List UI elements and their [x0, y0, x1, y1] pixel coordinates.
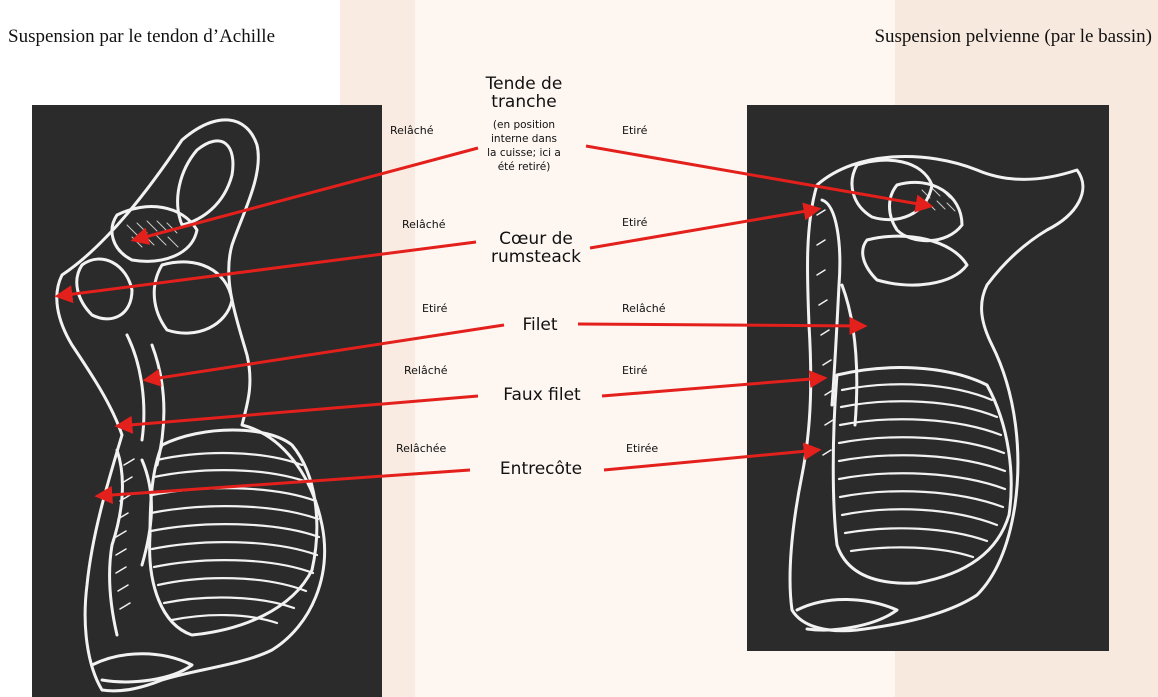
note-line: interne dans	[464, 132, 584, 146]
right-title: Suspension pelvienne (par le bassin)	[874, 26, 1152, 48]
muscle-label-entrecote: Entrecôte	[476, 460, 606, 478]
left-state-label: Etiré	[422, 302, 447, 315]
muscle-label-faux-filet: Faux filet	[482, 386, 602, 404]
muscle-label-filet: Filet	[510, 316, 570, 334]
right-state-label: Etirée	[626, 442, 658, 455]
left-state-label: Relâché	[390, 124, 434, 137]
note-line: la cuisse; ici a	[464, 146, 584, 160]
right-state-label: Etiré	[622, 364, 647, 377]
note-line: (en position	[464, 118, 584, 132]
left-state-label: Relâchée	[396, 442, 446, 455]
muscle-name-line: Cœur de	[476, 230, 596, 248]
muscle-label-coeur-de-rumsteack: Cœur de rumsteack	[476, 230, 596, 266]
muscle-label-tende-de-tranche: Tende de tranche	[474, 75, 574, 111]
note-line: été retiré)	[464, 160, 584, 174]
right-state-label: Relâché	[622, 302, 666, 315]
muscle-name-line: tranche	[474, 93, 574, 111]
muscle-note-tende-de-tranche: (en position interne dans la cuisse; ici…	[464, 118, 584, 174]
right-carcass-image	[747, 105, 1109, 651]
muscle-name-line: rumsteack	[476, 248, 596, 266]
muscle-name-line: Tende de	[474, 75, 574, 93]
right-state-label: Etiré	[622, 124, 647, 137]
left-title: Suspension par le tendon d’Achille	[8, 26, 275, 48]
left-state-label: Relâché	[402, 218, 446, 231]
left-state-label: Relâché	[404, 364, 448, 377]
right-state-label: Etiré	[622, 216, 647, 229]
left-carcass-image	[32, 105, 382, 697]
